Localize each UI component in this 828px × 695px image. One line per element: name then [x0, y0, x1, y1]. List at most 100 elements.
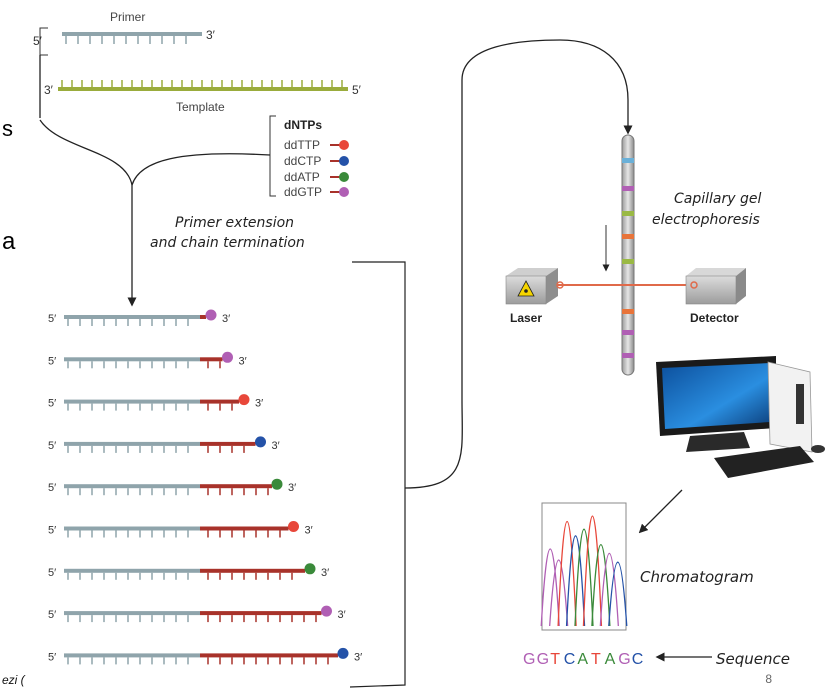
fragment-5prime-label: 5′ — [48, 567, 56, 579]
side-letter-s: s — [2, 116, 13, 141]
sequence-base: T — [550, 651, 560, 668]
fragment-primer — [64, 611, 200, 616]
fragment-terminator-dot — [321, 605, 332, 617]
fragment-terminator-dot — [271, 478, 283, 490]
ddgtp-dot — [339, 187, 349, 197]
mouse — [811, 445, 825, 453]
fragment-4: 5′ 3′ — [48, 436, 280, 453]
laser-label: Laser — [510, 311, 542, 325]
ddctp-dot — [339, 156, 349, 166]
fragment-extension — [200, 568, 305, 573]
chromatogram-peak — [557, 521, 577, 627]
fragment-9: 5′ 3′ — [48, 647, 362, 665]
fragment-extension — [200, 441, 256, 446]
fragment-terminator-dot — [337, 647, 349, 659]
fragment-5prime-label: 5′ — [48, 313, 56, 325]
template-label: Template — [176, 100, 225, 114]
fragment-5prime-label: 5′ — [48, 482, 56, 494]
band-6 — [622, 330, 634, 335]
chromatogram-peak — [549, 559, 569, 627]
band-5 — [622, 309, 634, 314]
chromatogram-peak — [540, 548, 560, 627]
fragment-terminator-dot — [205, 309, 217, 321]
sequence-base: C — [632, 651, 644, 668]
side-letter-a: a — [2, 228, 16, 255]
fragment-extension — [200, 484, 272, 489]
fragments-bracket — [349, 261, 406, 688]
primer-3prime-label: 3′ — [206, 28, 216, 42]
band-7 — [622, 353, 634, 358]
computer-tower — [767, 361, 813, 453]
ddatp-label: ddATP — [284, 170, 320, 184]
credit-text: ezi ( — [2, 673, 25, 687]
sequence-base: G — [537, 651, 549, 668]
fragment-3prime-label: 3′ — [338, 609, 346, 621]
fragment-extension — [200, 399, 239, 404]
primer-label: Primer — [110, 10, 145, 24]
sequence-base: T — [591, 651, 601, 668]
chromatogram-peak — [574, 528, 594, 627]
keyboard — [714, 446, 814, 478]
fragment-primer — [64, 653, 200, 658]
terminated-fragments: 5′3′5′3′5′3′5′3′5′3′5′3′5′3′5′3′5′3′ — [48, 309, 362, 665]
fragment-primer — [64, 315, 200, 319]
fragment-extension — [200, 315, 206, 319]
primer-5prime-label: 5′ — [33, 34, 43, 48]
fragment-3prime-label: 3′ — [272, 440, 280, 452]
laser-warning-icon — [517, 280, 535, 297]
template-3prime-label: 3′ — [44, 83, 54, 97]
template-5prime-label: 5′ — [352, 83, 362, 97]
band-4 — [622, 259, 634, 264]
primer-extension-label-2: and chain termination — [150, 235, 305, 251]
ddgtp-label: ddGTP — [284, 185, 322, 199]
sequence-base: G — [523, 651, 535, 668]
fragment-5prime-label: 5′ — [48, 651, 56, 663]
fragments-to-capillary-curve — [404, 39, 633, 489]
dntp-to-reaction-curve — [131, 153, 271, 186]
fragment-5prime-label: 5′ — [48, 398, 56, 410]
fragment-8: 5′3′ — [48, 605, 346, 623]
fragment-5prime-label: 5′ — [48, 525, 56, 537]
fragment-primer — [64, 568, 200, 573]
fragment-5prime-label: 5′ — [48, 440, 56, 452]
detector-device — [685, 268, 746, 305]
chromatogram-peak — [599, 553, 619, 627]
fragment-2: 5′3′ — [48, 351, 247, 369]
ddatp-dot — [339, 172, 349, 182]
fragment-terminator-dot — [304, 563, 316, 575]
band-2 — [622, 211, 634, 216]
fragment-extension — [200, 611, 322, 616]
fragment-5: 5′3′ — [48, 478, 296, 496]
fragment-terminator-dot — [222, 351, 233, 363]
sequence-base: A — [577, 651, 588, 668]
fragment-3prime-label: 3′ — [354, 651, 362, 663]
page-number: 8 — [765, 672, 772, 686]
sequence-base: G — [618, 651, 630, 668]
fragment-5prime-label: 5′ — [48, 355, 56, 367]
chromatogram-peak — [608, 561, 628, 627]
fragment-primer — [64, 399, 200, 404]
chromatogram-peak — [582, 515, 603, 627]
band-1 — [622, 186, 634, 191]
fragment-3prime-label: 3′ — [222, 313, 230, 325]
fragment-6: 5′3′ — [48, 521, 313, 538]
band-blue — [622, 158, 634, 163]
capillary-label-2: electrophoresis — [652, 212, 760, 228]
laser-device — [505, 268, 558, 305]
chromatogram-peak — [565, 535, 586, 627]
chromatogram-image — [540, 502, 628, 631]
fragment-terminator-dot — [238, 394, 250, 406]
fragment-extension — [200, 357, 223, 362]
fragment-primer — [64, 441, 200, 446]
sequence-base: C — [564, 651, 576, 668]
primer-bracket — [39, 27, 48, 56]
computer-icon — [656, 356, 825, 478]
capillary-tube — [621, 134, 635, 376]
template-strand — [58, 80, 348, 91]
primer-to-reaction-curve — [39, 119, 133, 186]
ddctp-label: ddCTP — [284, 154, 321, 168]
fragment-3prime-label: 3′ — [321, 567, 329, 579]
sequence-base: A — [605, 651, 616, 668]
